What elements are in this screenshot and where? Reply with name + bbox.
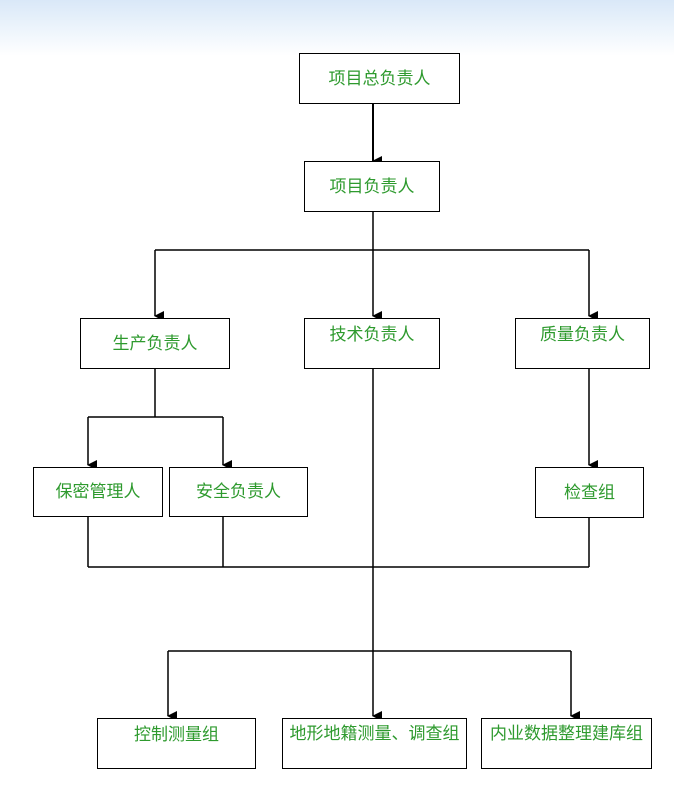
office-data-group-box: 内业数据整理建库组 [481,718,652,769]
quality-lead-box: 质量负责人 [515,318,650,369]
root-box: 项目总负责人 [299,53,460,104]
production-lead-box: 生产负责人 [80,318,230,369]
control-survey-group-box: 控制测量组 [97,718,256,769]
project-lead-box: 项目负责人 [304,161,440,212]
inspection-group-box: 检查组 [535,467,644,518]
cadastral-survey-group-box: 地形地籍测量、调查组 [282,718,467,769]
tech-lead-box: 技术负责人 [304,318,440,369]
confidentiality-manager-box: 保密管理人 [33,467,163,517]
safety-lead-box: 安全负责人 [169,467,308,517]
header-gradient-band [0,0,674,56]
